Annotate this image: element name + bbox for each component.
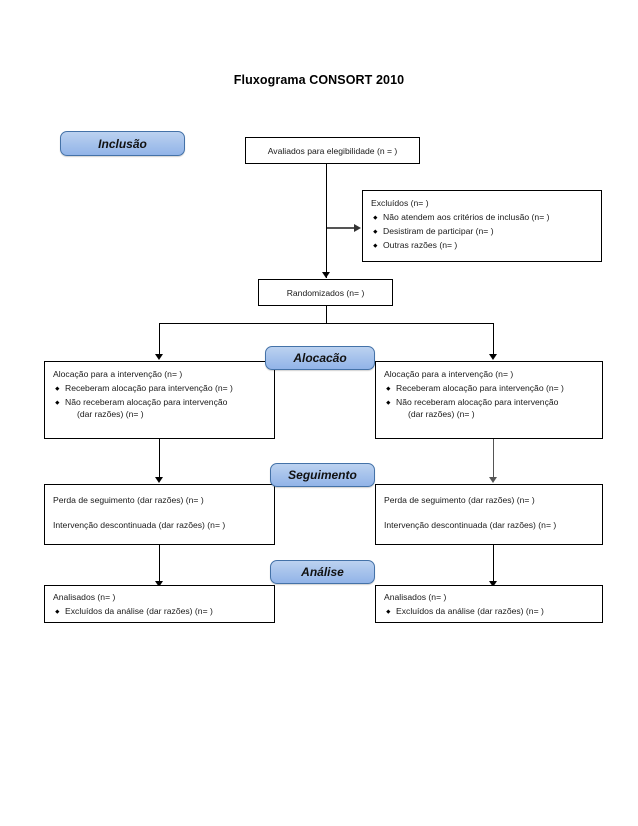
- list-item: Não atendem aos critérios de inclusão (n…: [371, 211, 593, 223]
- connector-split-bus: [159, 323, 493, 324]
- excluded-heading: Excluídos (n= ): [371, 198, 429, 208]
- analysis-right-list: Excluídos da análise (dar razões) (n= ): [384, 605, 594, 617]
- analysis-left-list: Excluídos da análise (dar razões) (n= ): [53, 605, 266, 617]
- arrowhead-followup-right: [489, 477, 497, 483]
- connector-alloc-to-followup-right: [493, 439, 494, 481]
- box-excluded: Excluídos (n= ) Não atendem aos critério…: [362, 190, 602, 262]
- connector-followup-to-analysis-right: [493, 545, 494, 585]
- arrowhead-alloc-left: [155, 354, 163, 360]
- connector-split-right: [493, 323, 494, 357]
- list-item-text: Receberam alocação para intervenção (n= …: [65, 382, 233, 393]
- stage-label-inclusion: Inclusão: [60, 131, 185, 156]
- list-item: Excluídos da análise (dar razões) (n= ): [53, 605, 266, 617]
- stage-label-allocation-text: Alocacão: [293, 351, 347, 365]
- stage-label-analysis-text: Análise: [301, 565, 344, 579]
- connector-to-excluded: [327, 227, 356, 229]
- box-analysis-right: Analisados (n= ) Excluídos da análise (d…: [375, 585, 603, 623]
- box-randomized: Randomizados (n= ): [258, 279, 393, 306]
- excluded-list: Não atendem aos critérios de inclusão (n…: [371, 211, 593, 251]
- allocation-left-list: Receberam alocação para intervenção (n= …: [53, 382, 266, 421]
- list-item: Não receberam alocação para intervenção …: [384, 396, 594, 421]
- list-item: Excluídos da análise (dar razões) (n= ): [384, 605, 594, 617]
- connector-split-left: [159, 323, 160, 357]
- connector-alloc-to-followup-left: [159, 439, 160, 481]
- box-allocation-left: Alocação para a intervenção (n= ) Recebe…: [44, 361, 275, 439]
- stage-label-followup: Seguimento: [270, 463, 375, 487]
- stage-label-followup-text: Seguimento: [288, 468, 357, 482]
- arrowhead-randomized: [322, 272, 330, 278]
- connector-assessed-to-randomized: [326, 164, 327, 278]
- assessed-text: Avaliados para elegibilidade (n = ): [267, 146, 398, 156]
- stage-label-inclusion-text: Inclusão: [98, 137, 147, 151]
- arrowhead-followup-left: [155, 477, 163, 483]
- followup-right-line1: Perda de seguimento (dar razões) (n= ): [384, 495, 535, 505]
- box-followup-right: Perda de seguimento (dar razões) (n= ) I…: [375, 484, 603, 545]
- list-item: Receberam alocação para intervenção (n= …: [384, 382, 594, 394]
- list-item-text: Não receberam alocação para intervenção: [65, 396, 228, 407]
- allocation-left-heading: Alocação para a intervenção (n= ): [53, 369, 183, 379]
- connector-randomized-down: [326, 306, 327, 324]
- followup-left-line2: Intervenção descontinuada (dar razões) (…: [53, 520, 226, 531]
- box-followup-left: Perda de seguimento (dar razões) (n= ) I…: [44, 484, 275, 545]
- list-item-continuation: (dar razões) (n= ): [408, 409, 475, 420]
- list-item: Não receberam alocação para intervenção …: [53, 396, 266, 421]
- followup-right-line2: Intervenção descontinuada (dar razões) (…: [384, 520, 557, 531]
- box-assessed-for-eligibility: Avaliados para elegibilidade (n = ): [245, 137, 420, 164]
- connector-followup-to-analysis-left: [159, 545, 160, 585]
- arrowhead-analysis-left: [155, 581, 163, 587]
- box-allocation-right: Alocação para a intervenção (n= ) Recebe…: [375, 361, 603, 439]
- list-item-text: Receberam alocação para intervenção (n= …: [396, 382, 564, 393]
- page-title: Fluxograma CONSORT 2010: [233, 73, 405, 87]
- arrowhead-alloc-right: [489, 354, 497, 360]
- followup-left-line1: Perda de seguimento (dar razões) (n= ): [53, 495, 204, 505]
- box-analysis-left: Analisados (n= ) Excluídos da análise (d…: [44, 585, 275, 623]
- list-item: Outras razões (n= ): [371, 239, 593, 251]
- allocation-right-list: Receberam alocação para intervenção (n= …: [384, 382, 594, 421]
- analysis-right-heading: Analisados (n= ): [384, 592, 447, 602]
- stage-label-analysis: Análise: [270, 560, 375, 584]
- list-item: Desistiram de participar (n= ): [371, 225, 593, 237]
- stage-label-allocation: Alocacão: [265, 346, 375, 370]
- arrowhead-excluded: [354, 224, 361, 232]
- analysis-left-heading: Analisados (n= ): [53, 592, 116, 602]
- list-item: Receberam alocação para intervenção (n= …: [53, 382, 266, 394]
- allocation-right-heading: Alocação para a intervenção (n= ): [384, 369, 514, 379]
- list-item-text: Não receberam alocação para intervenção: [396, 396, 559, 407]
- randomized-text: Randomizados (n= ): [286, 288, 365, 298]
- list-item-continuation: (dar razões) (n= ): [77, 409, 144, 420]
- arrowhead-analysis-right: [489, 581, 497, 587]
